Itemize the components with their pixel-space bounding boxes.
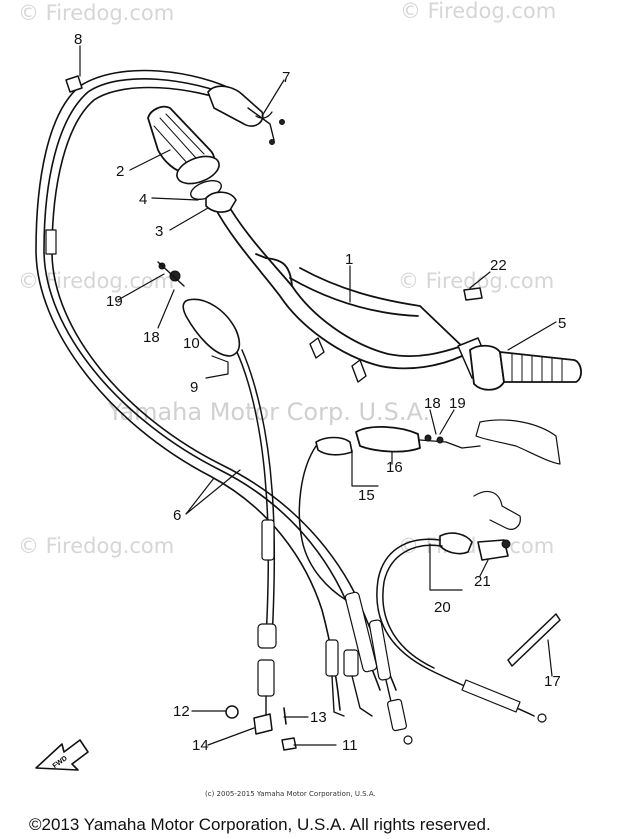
cable-sleeve <box>461 679 521 713</box>
cable-adjuster <box>257 659 275 697</box>
wire-terminal <box>279 119 285 125</box>
throttle-housing-top <box>207 85 264 127</box>
callout-1: 1 <box>345 251 353 268</box>
cable-end <box>537 713 547 723</box>
cable-nut <box>225 705 239 719</box>
cable-cap <box>281 737 297 751</box>
callout-19: 19 <box>106 293 123 310</box>
switch-assembly <box>376 491 547 723</box>
center-watermark: Yamaha Motor Corp. U.S.A. <box>107 398 430 426</box>
right-grip-assembly <box>463 287 582 391</box>
screw <box>424 434 432 442</box>
throttle-housing <box>205 191 237 213</box>
grip <box>499 351 582 383</box>
screw <box>436 436 444 444</box>
cable-holder <box>253 713 273 735</box>
watermark: © Firedog.com <box>18 534 174 558</box>
callout-21: 21 <box>474 573 491 590</box>
leader-lines <box>79 45 557 746</box>
choke-lever-assembly <box>157 261 241 357</box>
callout-6: 6 <box>173 507 181 524</box>
callout-10: 10 <box>183 335 200 352</box>
callout-22: 22 <box>490 257 507 274</box>
callout-13: 13 <box>310 709 327 726</box>
cable-adjuster <box>315 436 353 456</box>
watermark: © Firedog.com <box>400 0 556 23</box>
callout-16: 16 <box>386 459 403 476</box>
callout-18: 18 <box>143 329 160 346</box>
choke-cable <box>235 349 277 725</box>
screw <box>169 270 181 282</box>
watermark-layer: © Firedog.com © Firedog.com © Firedog.co… <box>18 0 556 558</box>
callout-19b: 19 <box>449 395 466 412</box>
fwd-arrow: FWD <box>35 739 89 771</box>
callout-3: 3 <box>155 223 163 240</box>
lever-sketch <box>473 491 521 530</box>
bar-band <box>351 359 367 383</box>
switch-boot <box>439 532 473 555</box>
callout-17: 17 <box>544 673 561 690</box>
callout-8: 8 <box>74 31 82 48</box>
watermark: © Firedog.com <box>18 1 174 25</box>
small-copyright: (c) 2005-2015 Yamaha Motor Corporation, … <box>205 790 376 798</box>
cable-sleeve <box>261 519 275 561</box>
cable-adjuster <box>343 649 359 677</box>
cable-cap <box>65 75 83 93</box>
callout-5: 5 <box>558 315 566 332</box>
callout-7: 7 <box>282 69 290 86</box>
cable-end <box>403 735 413 745</box>
bar-band <box>309 337 325 359</box>
cable-adjuster <box>386 698 408 732</box>
callout-4: 4 <box>139 191 147 208</box>
clutch-lever-assembly <box>298 419 561 601</box>
bar-plug <box>463 287 483 301</box>
grip-flange <box>176 155 220 185</box>
callout-11: 11 <box>342 737 358 754</box>
callout-15: 15 <box>358 487 375 504</box>
wire-terminal <box>269 139 275 145</box>
grip-flange <box>469 344 505 391</box>
watermark: © Firedog.com <box>18 269 174 293</box>
callout-numbers: 1 2 3 4 5 6 7 8 9 10 11 12 13 14 15 16 1… <box>74 31 566 754</box>
callout-9: 9 <box>190 379 198 396</box>
cable-tie <box>507 613 561 667</box>
lever-holder <box>182 298 241 357</box>
throttle-cables <box>35 69 413 745</box>
switch-screw <box>501 539 511 549</box>
left-grip-assembly <box>147 85 285 213</box>
callout-18b: 18 <box>424 395 441 412</box>
cable-adjuster <box>257 623 277 649</box>
callout-14: 14 <box>192 737 209 754</box>
footer-copyright: ©2013 Yamaha Motor Corporation, U.S.A. A… <box>29 815 491 834</box>
cable-clamp <box>45 229 57 255</box>
switch-body <box>477 539 509 561</box>
cable-adjuster <box>325 639 339 677</box>
cable-adjuster <box>344 591 378 673</box>
callout-20: 20 <box>434 599 451 616</box>
fasteners <box>225 705 297 751</box>
callout-2: 2 <box>116 163 124 180</box>
lever-holder <box>355 426 421 453</box>
lever-outline <box>475 419 561 465</box>
callout-12: 12 <box>173 703 190 720</box>
cable-adjuster <box>368 619 392 681</box>
